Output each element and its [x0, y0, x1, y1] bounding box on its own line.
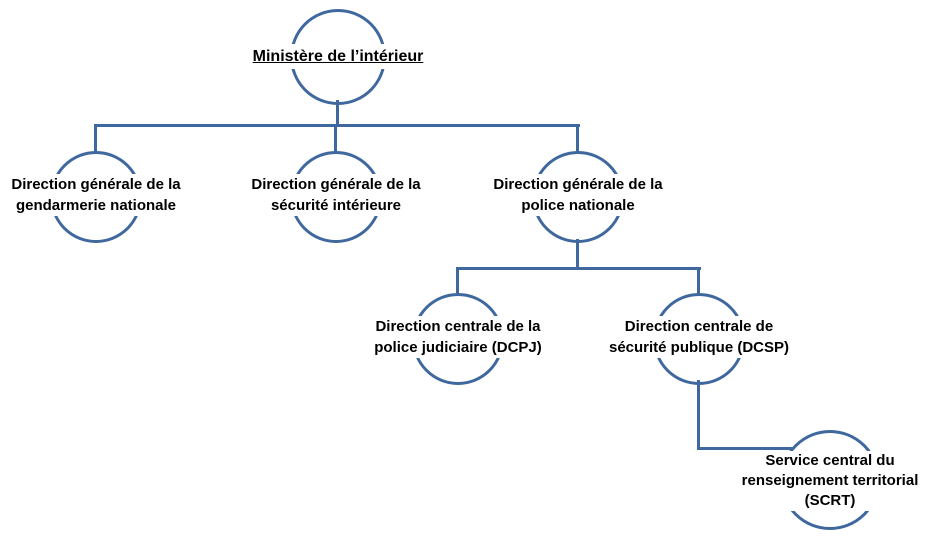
node-dcpj-label: Direction centrale de la police judiciai…: [363, 316, 553, 358]
node-dgpn-text-line1: Direction générale de la: [493, 176, 663, 193]
connector-level2-horizontal: [456, 267, 701, 270]
connector-dcsp-down: [697, 380, 700, 450]
node-ministere-text: Ministère de l’intérieur: [252, 48, 424, 65]
connector-dgsi-up: [334, 126, 337, 154]
node-dggn-text-line1: Direction générale de la: [11, 176, 181, 193]
node-scrt-label: Service central du renseignement territo…: [735, 451, 925, 511]
connector-dcpj-up: [456, 269, 459, 295]
connector-dggn-up: [94, 126, 97, 154]
node-dgsi-text-line1: Direction générale de la: [251, 176, 421, 193]
node-dcsp-text-line2: sécurité publique (DCSP): [608, 339, 790, 356]
node-dgsi-text-line2: sécurité intérieure: [270, 197, 402, 214]
node-dgpn-label: Direction générale de la police national…: [483, 174, 673, 216]
connector-level1-horizontal: [94, 124, 580, 127]
connector-dgpn-down: [576, 239, 579, 269]
node-scrt-text-line2: renseignement territorial: [741, 472, 919, 489]
connector-scrt-elbow: [697, 447, 793, 450]
connector-dcsp-up: [697, 269, 700, 295]
node-dggn-label: Direction générale de la gendarmerie nat…: [1, 174, 191, 216]
node-dcsp-text-line1: Direction centrale de: [624, 318, 774, 335]
node-dgsi-label: Direction générale de la sécurité intéri…: [241, 174, 431, 216]
node-dcpj-text-line1: Direction centrale de la: [375, 318, 541, 335]
node-dcpj-text-line2: police judiciaire (DCPJ): [374, 339, 542, 356]
connector-dgpn-up: [576, 126, 579, 154]
node-scrt-text-line1: Service central du: [765, 452, 895, 469]
node-scrt-text-line3: (SCRT): [804, 492, 856, 509]
node-ministere-label: Ministère de l’intérieur: [240, 44, 436, 69]
node-dgpn-text-line2: police nationale: [521, 197, 635, 214]
connector-ministere-down: [336, 100, 339, 127]
node-dcsp-label: Direction centrale de sécurité publique …: [604, 316, 794, 358]
node-dggn-text-line2: gendarmerie nationale: [15, 197, 177, 214]
